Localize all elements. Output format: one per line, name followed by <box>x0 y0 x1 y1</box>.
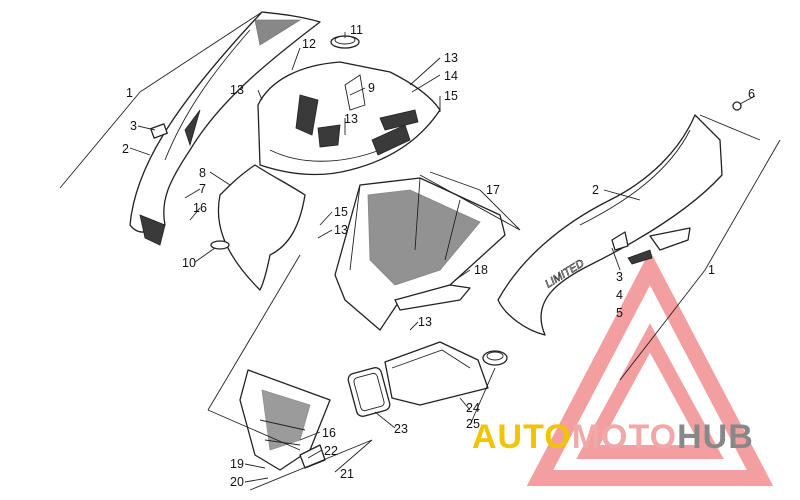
callout-25: 25 <box>466 417 480 431</box>
watermark-logo <box>526 250 774 486</box>
callout-13-d: 13 <box>334 223 348 237</box>
callout-12: 12 <box>302 37 316 51</box>
callout-3-right: 3 <box>616 270 623 284</box>
watermark-moto: MOTO <box>572 418 677 456</box>
callout-15-b: 15 <box>334 205 348 219</box>
callout-1-right: 1 <box>708 263 715 277</box>
callout-4: 4 <box>616 288 623 302</box>
leader-lines <box>59 11 781 491</box>
callout-20: 20 <box>230 475 244 489</box>
callout-13-c: 13 <box>444 51 458 65</box>
callout-15-a: 15 <box>444 89 458 103</box>
callout-24: 24 <box>466 401 480 415</box>
callout-8: 8 <box>199 166 206 180</box>
watermark-wordmark: AUTOMOTOHUB <box>472 418 754 456</box>
callout-16-bottom: 16 <box>322 426 336 440</box>
callout-19: 19 <box>230 457 244 471</box>
callout-11: 11 <box>350 23 363 37</box>
lower-intake-assembly <box>239 341 508 471</box>
callout-17: 17 <box>486 183 500 197</box>
callout-13-e: 13 <box>418 315 432 329</box>
callout-23: 23 <box>394 422 408 436</box>
callout-1-left: 1 <box>126 86 133 100</box>
watermark-hub: HUB <box>677 418 754 456</box>
callout-9: 9 <box>368 81 375 95</box>
callout-16-top: 16 <box>193 201 207 215</box>
callout-labels: 1 3 2 8 7 16 10 11 12 13 9 13 13 14 15 1… <box>122 23 755 489</box>
callout-21: 21 <box>340 467 354 481</box>
callout-5: 5 <box>616 306 623 320</box>
callout-7: 7 <box>199 182 206 196</box>
callout-3-left: 3 <box>130 119 137 133</box>
svg-text:AUTOMOTOHUB: AUTOMOTOHUB <box>472 418 754 456</box>
storage-tray <box>334 177 506 331</box>
callout-2-right: 2 <box>592 183 599 197</box>
callout-13-a: 13 <box>230 83 244 97</box>
hood-assembly <box>210 35 441 291</box>
callout-2-left: 2 <box>122 142 129 156</box>
callout-13-b: 13 <box>344 112 358 126</box>
callout-14: 14 <box>444 69 458 83</box>
callout-6: 6 <box>748 87 755 101</box>
watermark-auto: AUTO <box>472 418 572 456</box>
callout-10: 10 <box>182 256 196 270</box>
left-side-panel <box>129 11 321 246</box>
callout-18: 18 <box>474 263 488 277</box>
callout-22: 22 <box>324 444 338 458</box>
